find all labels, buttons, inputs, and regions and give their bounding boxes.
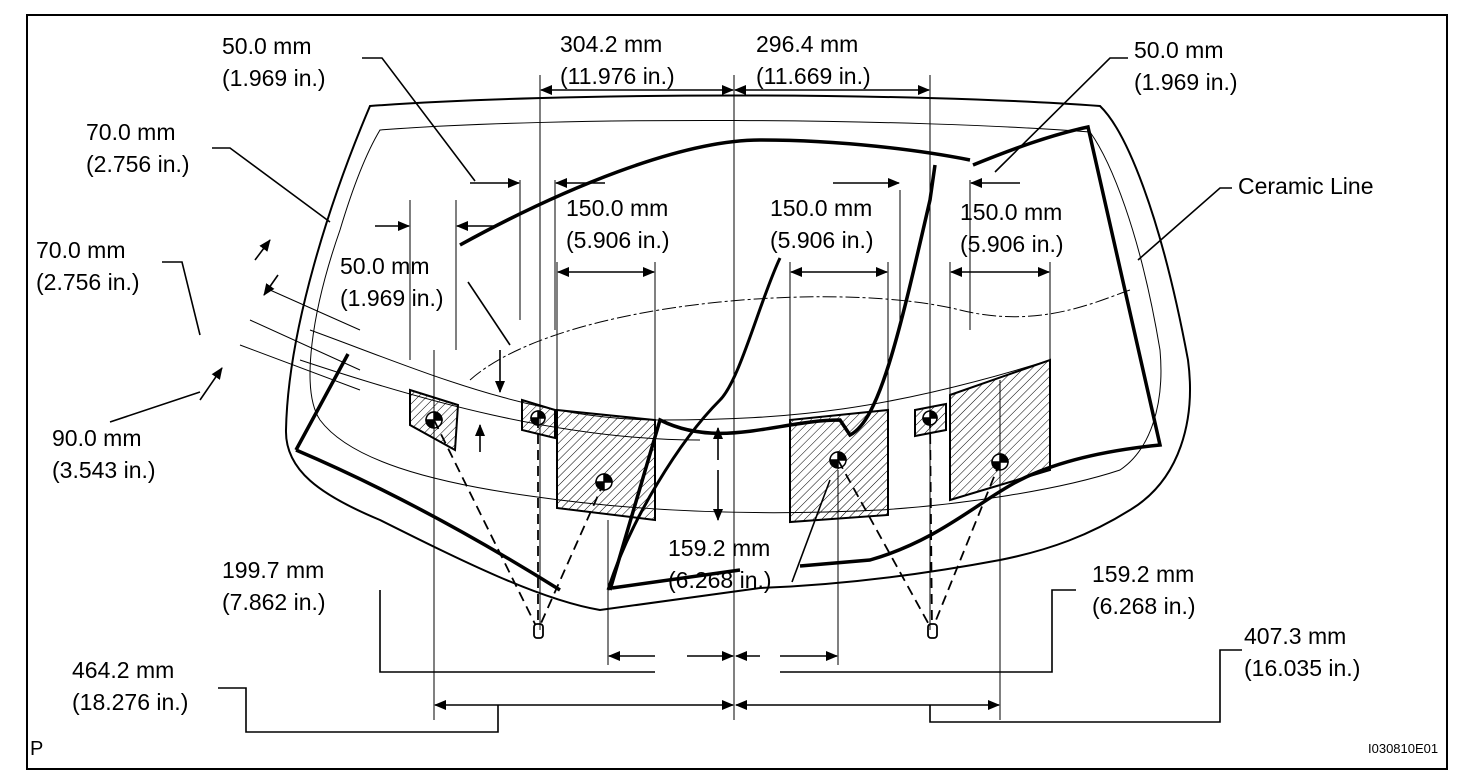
trim-frame — [294, 124, 1163, 592]
pin-right — [927, 623, 938, 639]
label-150-center: 150.0 mm(5.906 in.) — [770, 195, 874, 253]
label-150-right: 150.0 mm(5.906 in.) — [960, 199, 1064, 257]
label-150-left: 150.0 mm(5.906 in.) — [566, 195, 670, 253]
leader-199 — [379, 590, 655, 673]
leader-464 — [218, 687, 499, 733]
label-407: 407.3 mm(16.035 in.) — [1244, 623, 1361, 681]
label-464: 464.2 mm(18.276 in.) — [72, 657, 189, 715]
label-mid-50: 50.0 mm(1.969 in.) — [340, 253, 444, 311]
label-top-304: 304.2 mm(11.976 in.) — [560, 31, 675, 89]
label-left-90: 90.0 mm(3.543 in.) — [52, 425, 156, 483]
label-159-right: 159.2 mm(6.268 in.) — [1092, 561, 1196, 619]
leader-159-center — [791, 479, 831, 583]
label-159-center: 159.2 mm(6.268 in.) — [668, 535, 772, 593]
label-left-70a: 70.0 mm(2.756 in.) — [86, 119, 190, 177]
pin-left — [533, 623, 544, 639]
leader-left-70a — [212, 147, 331, 223]
leader-top-right-50 — [994, 57, 1128, 173]
label-top-right-50: 50.0 mm(1.969 in.) — [1134, 37, 1238, 95]
leader-left-70b — [162, 261, 201, 336]
figure-code: I030810E01 — [1368, 741, 1439, 756]
label-top-left-50: 50.0 mm(1.969 in.) — [222, 33, 326, 91]
corner-letter: P — [30, 738, 44, 760]
label-ceramic-line: Ceramic Line — [1238, 173, 1374, 199]
label-199: 199.7 mm(7.862 in.) — [222, 557, 326, 615]
reference-curve — [469, 289, 1131, 381]
ceramic-line — [309, 119, 1162, 514]
leader-407 — [929, 649, 1242, 723]
label-left-70b: 70.0 mm(2.756 in.) — [36, 237, 140, 295]
label-top-296: 296.4 mm(11.669 in.) — [756, 31, 871, 89]
leader-mid-50 — [467, 281, 511, 346]
clip-pad-left-b — [556, 408, 656, 522]
windshield-outline — [284, 94, 1191, 612]
leader-159-right — [780, 589, 1076, 673]
leader-ceramic — [1137, 187, 1232, 261]
leader-top-left-50 — [362, 57, 476, 182]
leader-left-90 — [109, 391, 201, 423]
